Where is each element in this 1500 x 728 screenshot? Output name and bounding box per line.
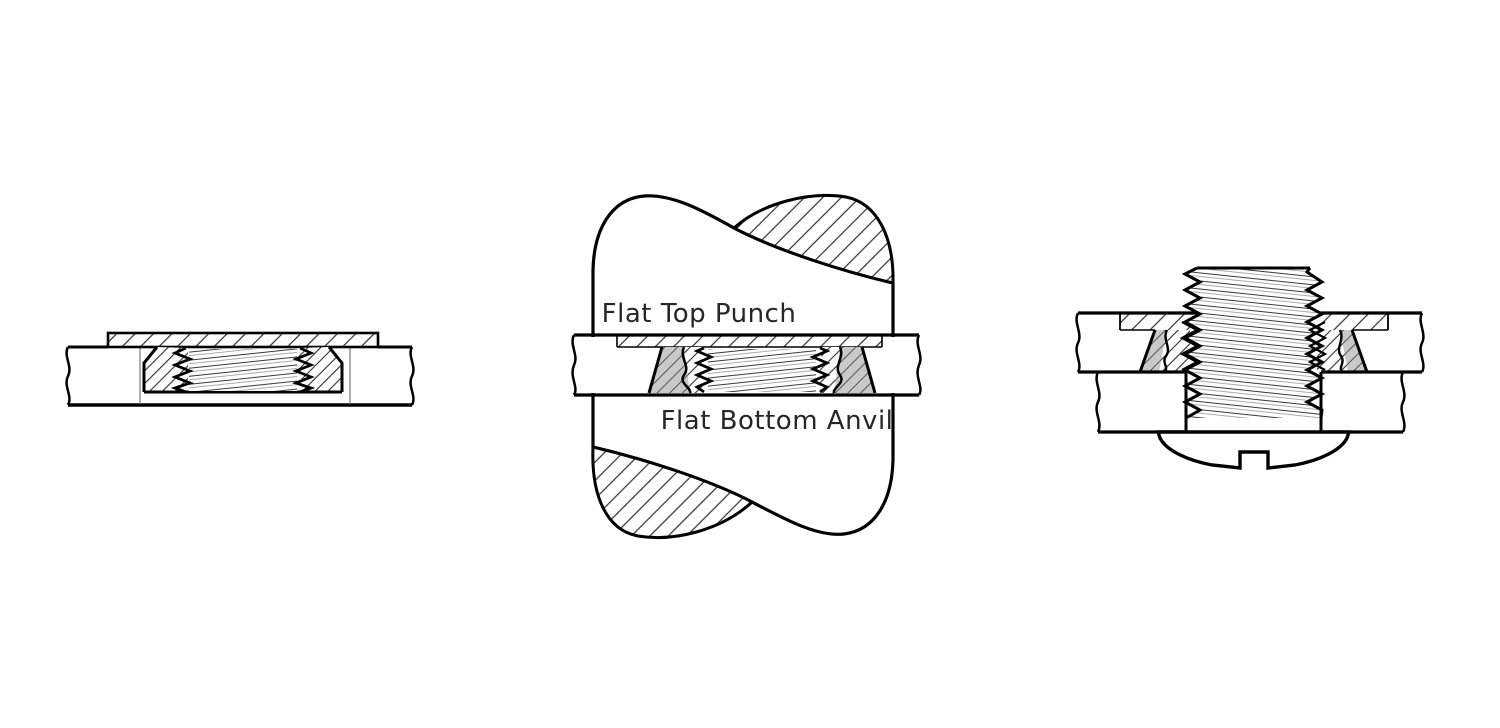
sheet-break-edge (409, 346, 415, 406)
sheet-break-edge (916, 334, 922, 396)
figure-installed-assembly (1075, 266, 1425, 470)
clinch-profile-right (1337, 329, 1344, 373)
screw-head (1155, 430, 1352, 470)
sheet-break-edge (1095, 371, 1101, 433)
sheet-with-clinched-nut (571, 333, 922, 397)
displaced-metal-left (1140, 330, 1167, 372)
label-flat-bottom-anvil: Flat Bottom Anvil (661, 406, 894, 436)
clinch-profile-left (681, 346, 692, 394)
external-thread-left (1181, 266, 1204, 420)
label-flat-top-punch: Flat Top Punch (602, 299, 797, 329)
screw-thread-lines (1185, 269, 1322, 418)
figure-clinching-press: Flat Top Punch Flat Bottom Anvil (571, 193, 922, 540)
clinch-profile-left (1163, 329, 1170, 373)
nut-body-right (298, 347, 342, 392)
internal-thread-left (170, 346, 195, 394)
mating-screw (1179, 266, 1328, 432)
internal-thread-right (291, 346, 316, 394)
nut-body-left (144, 347, 188, 392)
nut-flange (106, 331, 380, 349)
flat-top-punch (591, 193, 895, 347)
figure-nut-in-sheet (65, 331, 415, 407)
clinch-nut-section (106, 331, 380, 394)
flat-bottom-anvil (591, 388, 895, 540)
nut-flange-flush (617, 336, 882, 347)
clinch-profile-right (832, 346, 843, 394)
nut-body-left (684, 347, 706, 393)
internal-thread-right (809, 346, 831, 394)
thread-bore (189, 349, 297, 391)
thread-bore (708, 349, 816, 392)
screw-head-slot (1238, 450, 1270, 468)
engaged-thread-right (1307, 321, 1328, 371)
sheet-break-edge (1075, 312, 1081, 373)
sheet-break-edge (571, 334, 577, 396)
sheet-break-edge (1400, 371, 1406, 433)
clearance-hole-edge (1184, 372, 1323, 432)
engaged-thread-left (1179, 321, 1200, 371)
hole-edge (139, 347, 351, 404)
sheet-break-edge (1419, 312, 1425, 373)
punch-break-lobe (731, 193, 895, 285)
sheet-break-edge (65, 346, 71, 406)
nut-body-right (818, 347, 840, 393)
displaced-metal-right (1340, 330, 1367, 372)
internal-thread-left (693, 346, 715, 394)
anvil-break-lobe (591, 445, 755, 540)
